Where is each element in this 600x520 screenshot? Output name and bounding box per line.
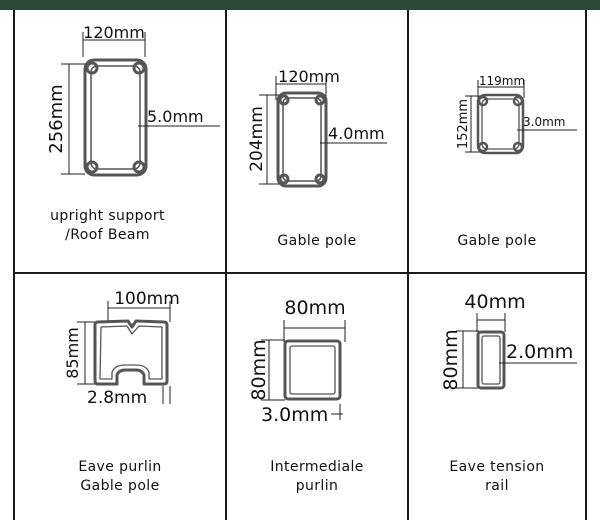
caption-line-1: upright support [50, 208, 165, 224]
row-divider [13, 272, 587, 274]
gable-pole-large-profile [276, 91, 328, 188]
eave-purlin-profile [93, 319, 169, 386]
header-bar [0, 0, 600, 10]
dim-thickness-label: 3.0mm [523, 115, 565, 129]
caption-gable-pole-large: Gable pole [227, 232, 407, 251]
dim-width-label: 100mm [114, 289, 180, 309]
gable-pole-small-profile [476, 93, 525, 155]
profile-drawing-upright-support: 120mm 256mm 5.0mm [46, 23, 220, 177]
profile-drawing-eave-tension-rail: 40mm 80mm 2.0mm [440, 291, 577, 391]
profile-drawing-eave-purlin: 100mm 85mm 2.8mm [63, 289, 180, 408]
dim-width-label: 120mm [83, 23, 145, 42]
caption-line-1: Eave purlin [78, 459, 162, 475]
caption-line-2: Gable pole [80, 478, 160, 494]
dim-height-label: 80mm [440, 329, 462, 390]
table-frame [13, 10, 587, 520]
dim-width-label: 80mm [284, 297, 345, 319]
caption-line-1: Eave tension [449, 459, 545, 475]
caption-line-2: rail [485, 478, 509, 494]
dim-height-label: 80mm [248, 339, 270, 400]
caption-line-2: purlin [295, 478, 339, 494]
caption-eave-purlin: Eave purlin Gable pole [15, 458, 225, 496]
dim-height-label: 152mm [456, 99, 471, 149]
dim-height-label: 85mm [63, 327, 82, 379]
dim-thickness-label: 3.0mm [261, 404, 328, 426]
intermediate-purlin-profile [283, 339, 342, 401]
dim-thickness-label: 5.0mm [147, 107, 204, 126]
column-divider-1 [225, 10, 227, 520]
caption-line-1: Intermediale [270, 459, 364, 475]
upright-support-profile [83, 58, 148, 177]
caption-line-1: Gable pole [457, 233, 537, 249]
dim-height-label: 256mm [46, 84, 67, 153]
dim-thickness-label: 2.0mm [506, 341, 573, 363]
dim-height-label: 204mm [247, 106, 267, 172]
caption-gable-pole-small: Gable pole [409, 232, 585, 251]
eave-tension-rail-profile [476, 330, 506, 390]
dim-width-label: 40mm [464, 291, 525, 313]
caption-line-1: Gable pole [277, 233, 357, 249]
dim-width-label: 119mm [479, 74, 525, 88]
dim-width-label: 120mm [278, 67, 340, 86]
caption-intermediate-purlin: Intermediale purlin [227, 458, 407, 496]
profile-drawing-gable-pole-small: 119mm 152mm 3.0mm [456, 74, 577, 155]
caption-line-2: /Roof Beam [65, 227, 150, 243]
dim-thickness-label: 2.8mm [87, 388, 147, 408]
profile-drawing-gable-pole-large: 120mm 204mm 4.0mm [247, 67, 387, 188]
profile-drawing-intermediate-purlin: 80mm 80mm 3.0mm [248, 297, 346, 426]
dim-thickness-label: 4.0mm [328, 124, 385, 143]
caption-upright-support: upright support /Roof Beam [15, 207, 200, 245]
caption-eave-tension-rail: Eave tension rail [409, 458, 585, 496]
column-divider-2 [407, 10, 409, 520]
